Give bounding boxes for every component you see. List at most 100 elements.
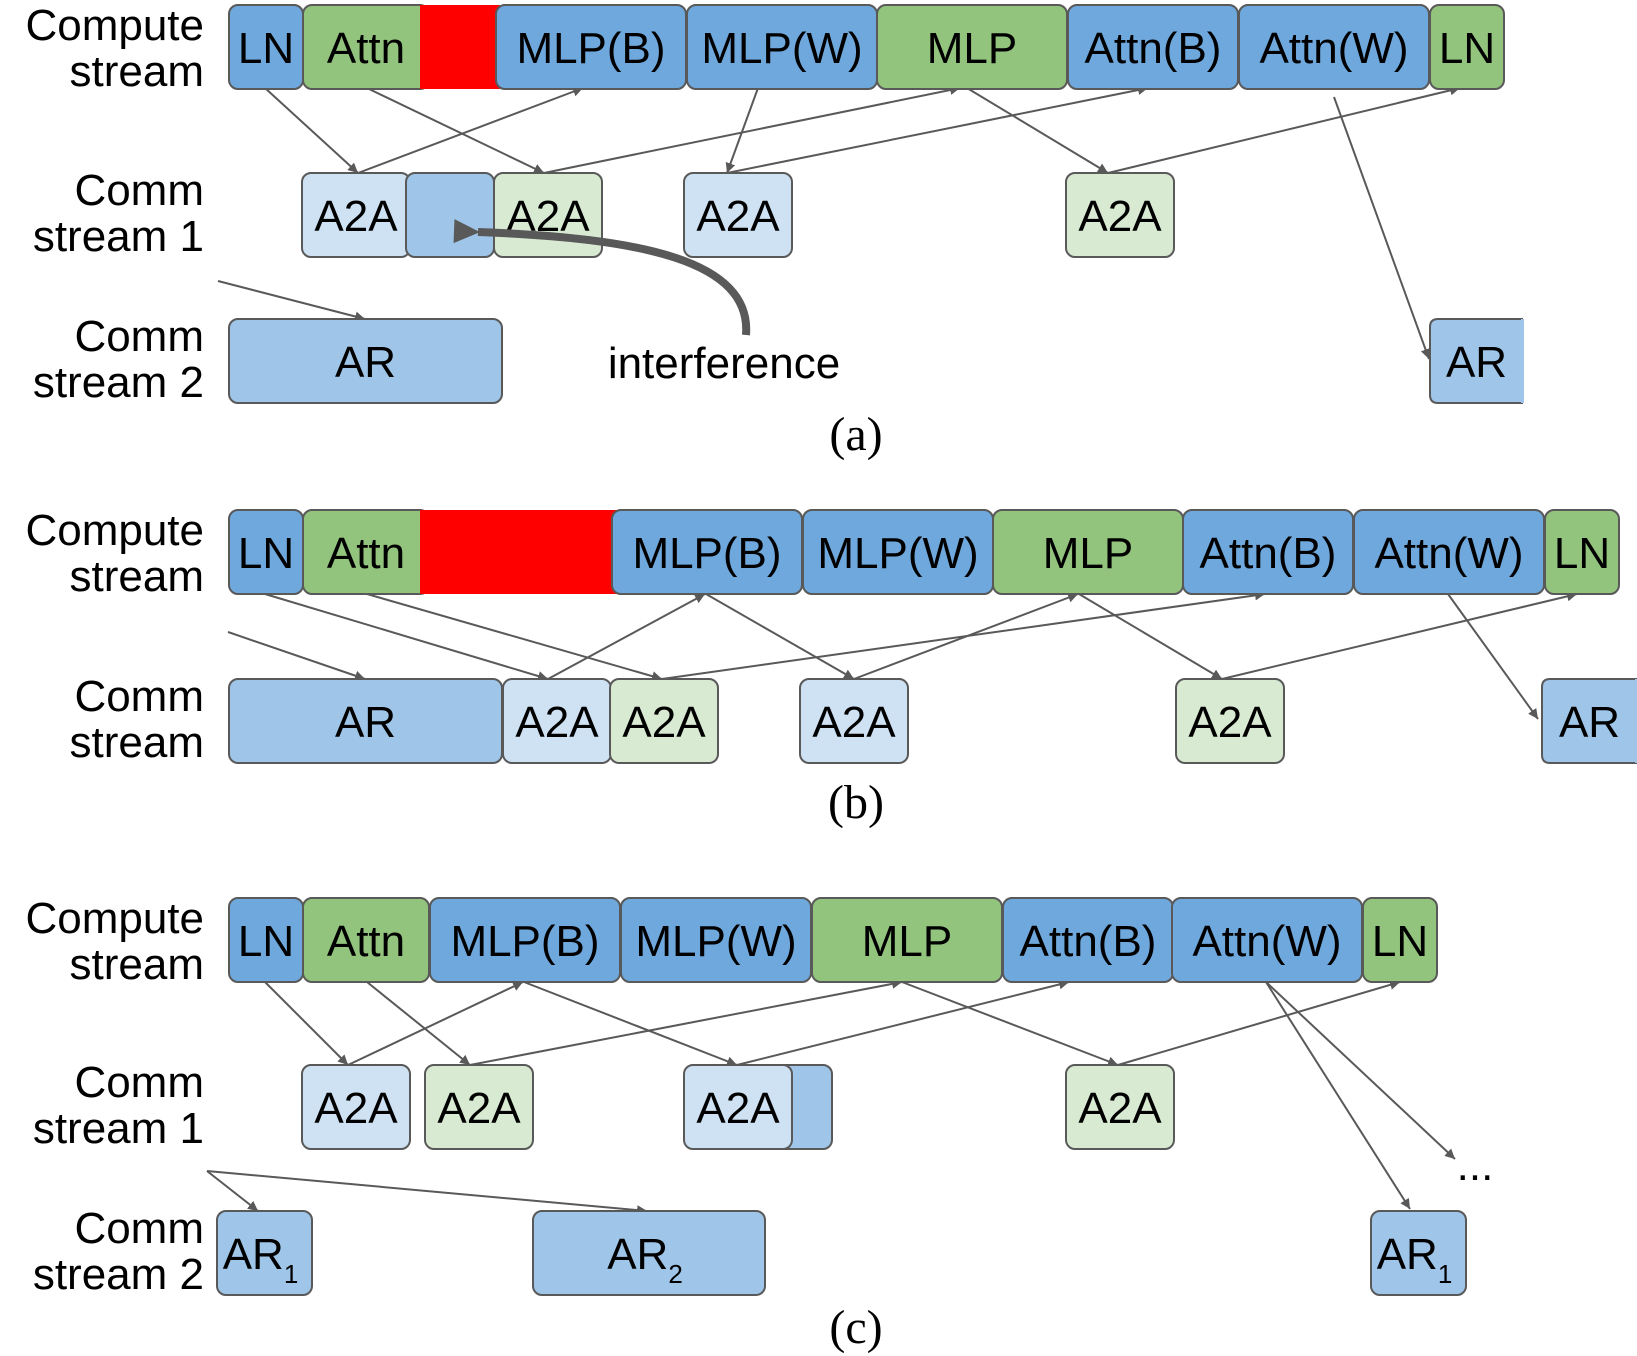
- panel-2-block-ln1-label: LN: [238, 917, 294, 966]
- panel-0-block-attnw-label: Attn(W): [1259, 24, 1408, 73]
- panel-1-block-c1a: A2A: [502, 678, 612, 764]
- panel-2-arrow-3: [469, 978, 903, 1066]
- panel-caption-c: (c): [829, 1301, 882, 1354]
- panel-2-block-attnb-label: Attn(B): [1020, 917, 1157, 966]
- panel-0-arrow-1: [366, 87, 545, 174]
- panel-1-lane-comm-label-0: Comm: [74, 672, 204, 721]
- dependency-arrows: [206, 85, 1578, 1216]
- panel-1-block-mlpb: MLP(B): [611, 509, 803, 595]
- panel-2-block-c1b-label: A2A: [437, 1084, 521, 1133]
- panel-2-arrow-8: [1265, 981, 1411, 1210]
- panel-0-arrow-2: [357, 86, 584, 174]
- panel-1-block-stall: [420, 510, 620, 594]
- panel-1-block-c1d-label: A2A: [1188, 698, 1272, 747]
- panel-2-block-ar3-label: AR1: [1377, 1230, 1453, 1289]
- panel-2-arrow-9: [1265, 981, 1456, 1160]
- panel-1-block-c1c: A2A: [799, 678, 909, 764]
- panel-0-arrow-5: [726, 85, 1149, 174]
- panel-1-block-c1d: A2A: [1175, 678, 1285, 764]
- panel-1-arrow-0: [264, 593, 549, 681]
- panel-0-lane-compute-label-0: Compute: [25, 1, 204, 50]
- panel-1-block-mlpw-label: MLP(W): [817, 529, 978, 578]
- panel-2-block-mlpw: MLP(W): [620, 897, 812, 983]
- panel-0-arrow-6: [966, 87, 1109, 174]
- panel-2-arrow-10: [206, 1170, 259, 1212]
- panel-0-block-attn-label: Attn: [327, 24, 405, 73]
- panel-0-arrow-0: [264, 87, 359, 174]
- panel-0-block-ln2: LN: [1429, 4, 1505, 90]
- panel-2-arrow-5: [736, 979, 1070, 1066]
- panel-2-lane-comm2-label-0: Comm: [74, 1204, 204, 1253]
- panel-1-block-attnb: Attn(B): [1182, 509, 1354, 595]
- panel-1-block-ln2: LN: [1544, 509, 1620, 595]
- panel-0-block-attnb: Attn(B): [1067, 4, 1239, 90]
- panel-1-block-ln1: LN: [228, 509, 304, 595]
- panel-0-block-ln1-label: LN: [238, 24, 294, 73]
- panel-2-arrow-1: [366, 981, 471, 1066]
- panel-0-block-c1d-label: A2A: [1078, 192, 1162, 241]
- panel-1-block-mlp-label: MLP: [1043, 529, 1133, 578]
- panel-0-block-mlp: MLP: [876, 4, 1068, 90]
- panel-1-block-attn-label: Attn: [327, 529, 405, 578]
- panel-2-arrow-0: [264, 981, 349, 1066]
- panel-0-block-attnw: Attn(W): [1238, 4, 1430, 90]
- panel-2-arrow-4: [523, 981, 738, 1067]
- panel-2-block-mlp: MLP: [811, 897, 1003, 983]
- panel-caption-a: (a): [829, 408, 882, 461]
- panel-0-block-mlpw: MLP(W): [686, 4, 878, 90]
- panel-1-block-mlpb-label: MLP(B): [632, 529, 781, 578]
- panel-0-block-c1d: A2A: [1065, 172, 1175, 258]
- panel-0-block-c1ext: [405, 172, 495, 258]
- panel-2-lane-comm1-label-0: Comm: [74, 1058, 204, 1107]
- panel-1-block-ar2-label: AR: [1559, 698, 1620, 747]
- panel-2-block-c1c-label: A2A: [696, 1084, 780, 1133]
- panel-1-lane-comm-label-1: stream: [70, 718, 204, 767]
- panel-2-block-attn: Attn: [302, 897, 430, 983]
- panel-2-block-mlpb-label: MLP(B): [450, 917, 599, 966]
- panel-1-arrow-7: [1221, 591, 1578, 680]
- panel-1-block-c1b-label: A2A: [622, 698, 706, 747]
- panel-0-block-ln1: LN: [228, 4, 304, 90]
- panel-0-lane-comm1-label-0: Comm: [74, 166, 204, 215]
- panel-0-block-c1c-label: A2A: [696, 192, 780, 241]
- panel-1-block-c1a-label: A2A: [515, 698, 599, 747]
- panel-2-block-c1b: A2A: [424, 1064, 534, 1150]
- panel-1-block-mlpw: MLP(W): [802, 509, 994, 595]
- panel-1-block-attn: Attn: [302, 509, 430, 595]
- panel-0-block-ln2-label: LN: [1439, 24, 1495, 73]
- panel-2-block-ar1-label: AR1: [223, 1230, 299, 1289]
- panel-2-block-mlpb: MLP(B): [429, 897, 621, 983]
- panel-1-block-attnw-label: Attn(W): [1374, 529, 1523, 578]
- panel-2-block-c1a-label: A2A: [314, 1084, 398, 1133]
- panel-1-arrow-8: [1447, 593, 1539, 720]
- panel-2-lane-comm2-label-1: stream 2: [33, 1250, 204, 1299]
- panel-1-block-c1c-label: A2A: [812, 698, 896, 747]
- panel-2-block-mlp-label: MLP: [862, 917, 952, 966]
- panel-0-block-c1b: A2A: [493, 172, 603, 258]
- panel-1-block-mlp: MLP: [992, 509, 1184, 595]
- panel-1-block-ar1: AR: [228, 678, 503, 764]
- panel-2-block-attnw-label: Attn(W): [1192, 917, 1341, 966]
- panel-1-block-ar1-label: AR: [335, 698, 396, 747]
- interference-arrow: [453, 219, 751, 336]
- panel-2-block-mlpw-label: MLP(W): [635, 917, 796, 966]
- panel-caption-b: (b): [828, 776, 884, 829]
- panel-0-block-attnb-label: Attn(B): [1085, 24, 1222, 73]
- panel-0-arrow-7: [1107, 85, 1461, 174]
- panel-1-arrow-6: [1078, 593, 1223, 680]
- panel-1-lane-compute-label-0: Compute: [25, 506, 204, 555]
- panel-1-arrow-4: [705, 593, 855, 680]
- panel-0-block-c1c: A2A: [683, 172, 793, 258]
- panel-2-block-c1a: A2A: [301, 1064, 411, 1150]
- panel-2-lane-comm1-label-1: stream 1: [33, 1104, 204, 1153]
- panel-2-block-attnb: Attn(B): [1002, 897, 1174, 983]
- panel-1-arrow-2: [547, 593, 706, 680]
- panel-2-block-ar2-label: AR2: [607, 1230, 683, 1289]
- panel-1-block-ln1-label: LN: [238, 529, 294, 578]
- continuation-ellipsis: ...: [1457, 1141, 1494, 1190]
- panel-0-block-mlpb-label: MLP(B): [516, 24, 665, 73]
- panel-1-arrow-5: [853, 592, 1079, 680]
- panel-0-lane-comm2-label-0: Comm: [74, 312, 204, 361]
